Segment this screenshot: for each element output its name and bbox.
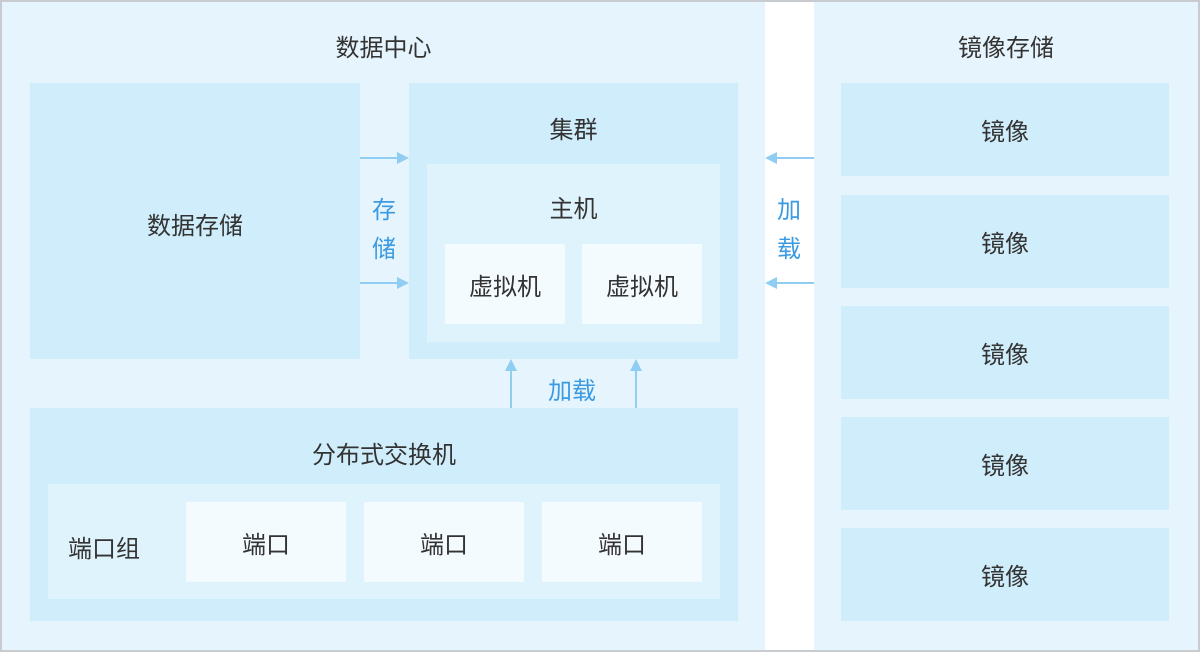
load-arrowhead-right-top	[765, 152, 777, 164]
storage-arrowhead-top	[397, 152, 409, 164]
vm-box: 虚拟机	[445, 244, 565, 324]
datacenter-title: 数据中心	[335, 34, 432, 62]
cluster-title: 集群	[549, 116, 598, 144]
port-group-label: 端口组	[68, 535, 140, 563]
storage-arrowhead-bottom	[397, 277, 409, 289]
load-link-vertical-label: 加载	[548, 377, 596, 405]
load-arrowhead-up-left	[505, 359, 517, 371]
image-box: 镜像	[841, 83, 1169, 176]
vm-box: 虚拟机	[582, 244, 702, 324]
load-arrowhead-right-bottom	[765, 277, 777, 289]
load-link-right-char-2: 载	[777, 235, 801, 263]
data-storage-label: 数据存储	[147, 212, 243, 240]
image-box: 镜像	[841, 528, 1169, 621]
image-box: 镜像	[841, 417, 1169, 510]
distributed-switch-title: 分布式交换机	[312, 441, 456, 469]
host-title: 主机	[549, 195, 598, 223]
image-box: 镜像	[841, 195, 1169, 288]
load-arrowhead-up-right	[630, 359, 642, 371]
image-box: 镜像	[841, 306, 1169, 399]
port-box: 端口	[186, 502, 346, 582]
port-box: 端口	[364, 502, 524, 582]
data-storage-box	[30, 83, 360, 359]
storage-link-char-2: 储	[372, 235, 396, 263]
port-box: 端口	[542, 502, 702, 582]
load-link-right-char-1: 加	[777, 196, 801, 224]
image-storage-title: 镜像存储	[958, 34, 1054, 62]
storage-link-char-1: 存	[372, 196, 396, 224]
